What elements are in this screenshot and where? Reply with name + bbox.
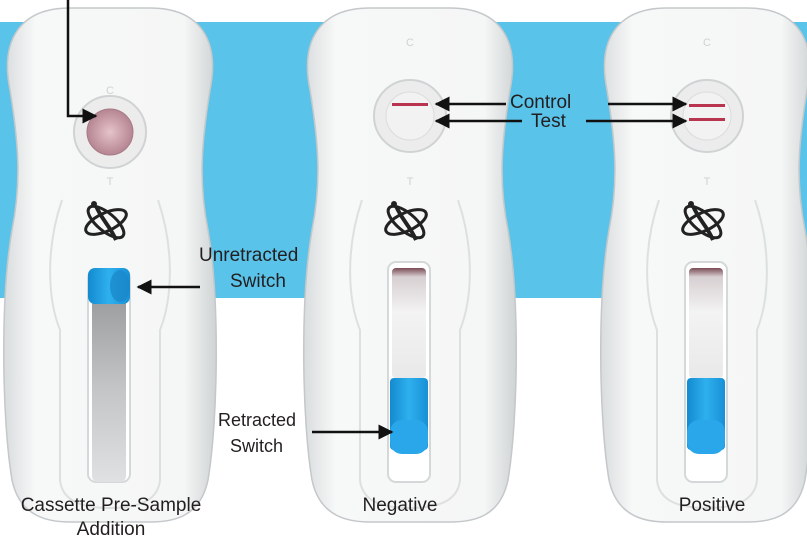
result-window xyxy=(683,92,731,140)
letter-t: T xyxy=(407,176,414,188)
letter-c: C xyxy=(406,37,414,49)
cassette-positive: C T xyxy=(601,8,807,522)
caption-negative: Negative xyxy=(340,494,460,518)
cassette-pre-sample: C T xyxy=(4,8,217,522)
result-window xyxy=(386,92,434,140)
letter-t: T xyxy=(107,176,114,188)
label-retracted-1: Retracted xyxy=(218,409,296,432)
letter-c: C xyxy=(106,85,114,97)
slot-shadow xyxy=(92,296,126,482)
test-strip xyxy=(392,268,426,378)
caption-positive: Positive xyxy=(652,494,772,518)
label-unretracted-1: Unretracted xyxy=(199,244,298,268)
test-line xyxy=(689,118,725,121)
label-test: Test xyxy=(531,110,566,134)
letter-t: T xyxy=(704,176,711,188)
caption-pre-sample-1: Cassette Pre-Sample xyxy=(8,494,214,518)
letter-c: C xyxy=(703,37,711,49)
control-line xyxy=(689,104,725,107)
caption-pre-sample-2: Addition xyxy=(8,518,214,542)
test-strip xyxy=(689,268,723,378)
cassette-negative: C T xyxy=(304,8,517,522)
label-retracted-2: Switch xyxy=(230,435,283,458)
control-line xyxy=(392,103,428,106)
label-unretracted-2: Switch xyxy=(230,270,286,294)
